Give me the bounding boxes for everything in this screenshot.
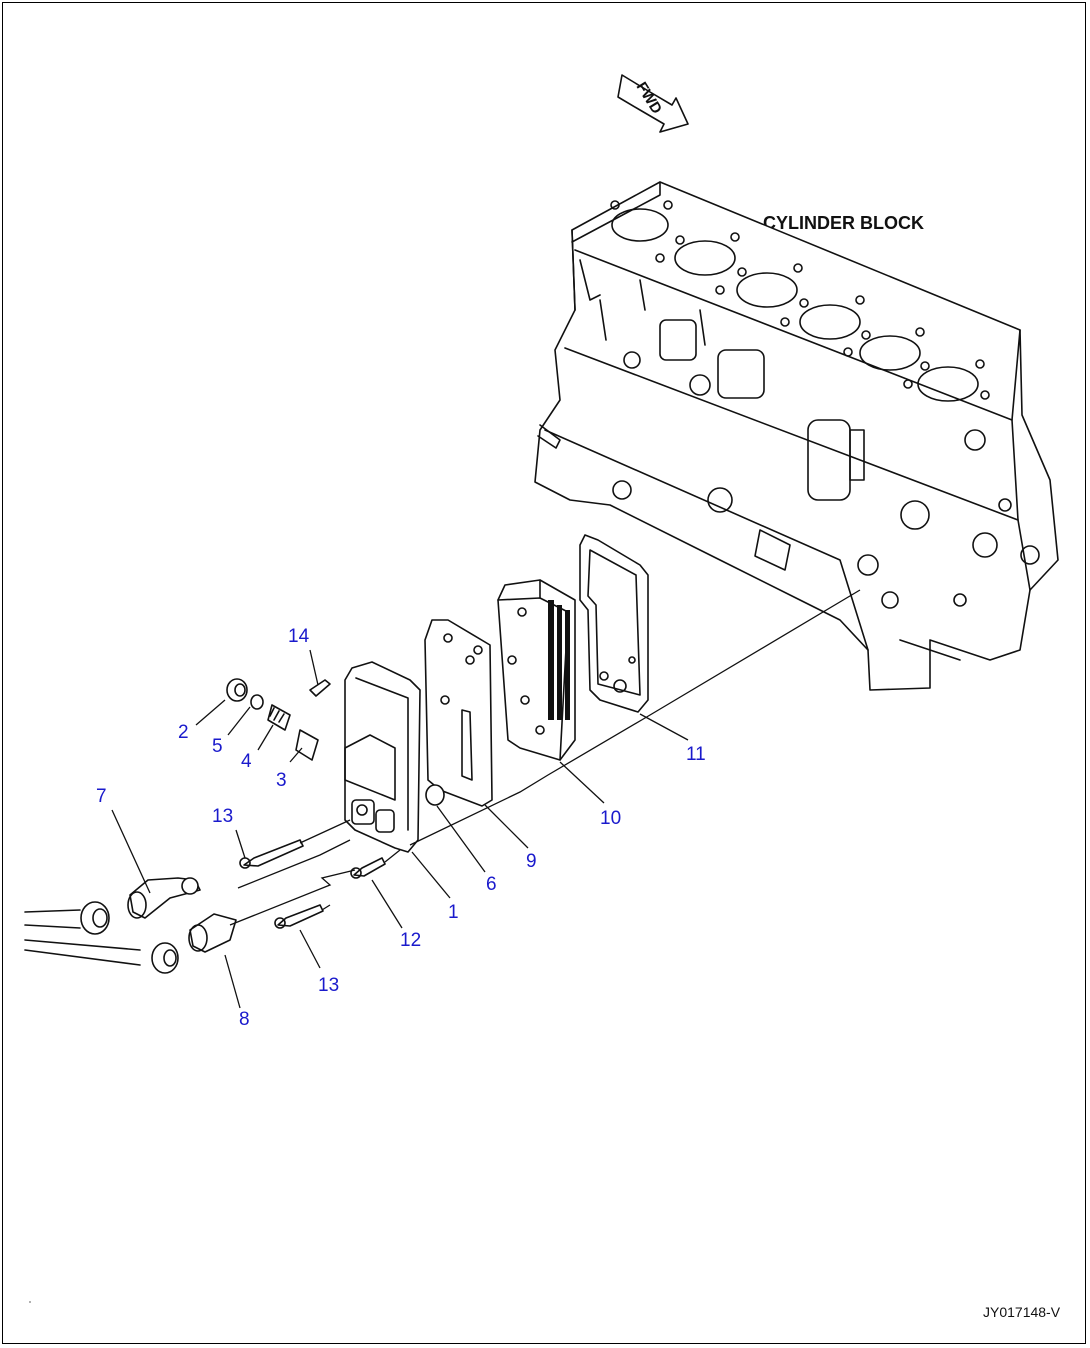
- plug-2: [226, 678, 248, 702]
- callout-13-upper: 13: [212, 806, 233, 827]
- callout-2: 2: [178, 722, 189, 743]
- callout-7: 7: [96, 786, 107, 807]
- callout-10: 10: [600, 808, 621, 829]
- elbow-8: [189, 913, 237, 953]
- callout-8: 8: [239, 1009, 250, 1030]
- callout-1: 1: [448, 902, 459, 923]
- bolt-13-lower: [277, 904, 324, 927]
- o-ring-5: [250, 694, 264, 710]
- bolt-12: [353, 857, 386, 877]
- spring-4: [267, 704, 291, 731]
- fwd-arrow-icon: FWD: [617, 74, 689, 133]
- cylinder-block-label: CYLINDER BLOCK: [763, 213, 924, 233]
- callout-3: 3: [276, 770, 287, 791]
- bolts: [239, 839, 386, 929]
- hose-lower: [24, 939, 141, 966]
- callout-5: 5: [212, 736, 223, 757]
- callout-9: 9: [526, 851, 537, 872]
- drawing-code: JY017148-V: [983, 1304, 1061, 1320]
- gasket-11: [579, 534, 649, 713]
- leader-lines: [111, 649, 689, 1009]
- callout-12: 12: [400, 930, 421, 951]
- cylinder-block: [534, 181, 1059, 691]
- alignment-lines: [229, 589, 861, 926]
- oil-cooler-element-10: [497, 579, 576, 761]
- bolt-14: [309, 679, 331, 697]
- callout-11: 11: [686, 744, 706, 765]
- gasket-9: [424, 619, 493, 807]
- valve-3: [295, 729, 319, 761]
- oil-cooler-cover-1: [344, 661, 421, 853]
- elbow-fittings: [24, 877, 237, 974]
- callout-14: 14: [288, 626, 310, 647]
- callout-4: 4: [241, 751, 252, 772]
- hose-upper: [24, 909, 81, 929]
- callouts: 1 2 3 4 5 6 7 8 9 10 11 12 13 13 14: [96, 626, 706, 1030]
- plug-6: [425, 784, 445, 806]
- callout-6: 6: [486, 874, 497, 895]
- relief-valve-parts: [226, 678, 331, 761]
- callout-13-lower: 13: [318, 975, 339, 996]
- bolt-13-upper: [243, 839, 304, 867]
